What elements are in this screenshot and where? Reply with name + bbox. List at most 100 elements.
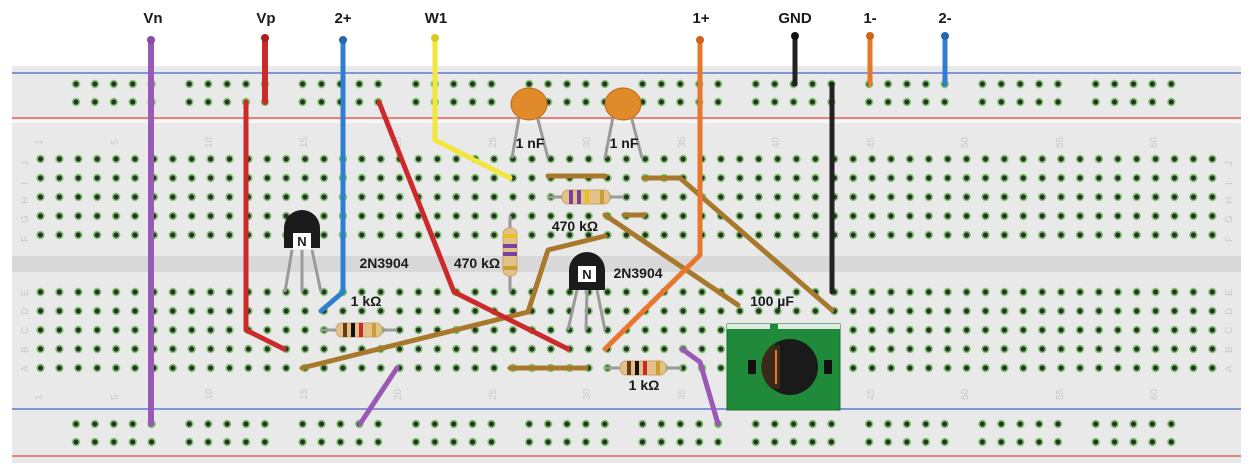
breadboard-hole [1129, 97, 1138, 107]
breadboard-hole [1129, 419, 1138, 429]
breadboard-hole [603, 306, 612, 316]
rowletter-top-left: F [20, 236, 31, 242]
breadboard-hole [1015, 79, 1025, 89]
breadboard-hole [981, 344, 990, 354]
breadboard-hole [638, 437, 647, 447]
breadboard-hole [924, 192, 933, 202]
breadboard-hole [225, 344, 234, 354]
breadboard-hole [962, 363, 971, 373]
transistor-lead [310, 249, 323, 293]
breadboard-hole [489, 287, 499, 297]
breadboard-hole [225, 211, 234, 221]
breadboard-hole [1053, 437, 1063, 447]
breadboard-hole [527, 192, 537, 202]
breadboard-hole [924, 287, 933, 297]
breadboard-hole [414, 325, 423, 335]
breadboard-hole [1113, 306, 1123, 316]
breadboard-hole [1053, 97, 1063, 107]
breadboard-hole [622, 344, 631, 354]
breadboard-hole [678, 287, 688, 297]
breadboard-hole [773, 211, 782, 221]
breadboard-hole [430, 419, 439, 429]
pcb-pad [748, 360, 756, 374]
breadboard-hole [109, 79, 119, 89]
res-band [643, 361, 647, 375]
colnum-top: 10 [204, 136, 215, 148]
breadboard-hole [489, 211, 499, 221]
breadboard-hole [659, 325, 669, 335]
colnum-bottom: 55 [1055, 388, 1066, 400]
breadboard-hole [751, 79, 760, 89]
breadboard-hole [395, 325, 404, 335]
breadboard-hole [902, 437, 912, 447]
breadboard-hole [584, 154, 593, 164]
breadboard-hole [376, 363, 385, 373]
breadboard-hole [1000, 325, 1009, 335]
breadboard-hole [811, 192, 820, 202]
breadboard-hole [905, 173, 915, 183]
breadboard-hole [773, 154, 782, 164]
breadboard-hole [109, 97, 119, 107]
breadboard-hole [1019, 192, 1028, 202]
breadboard-hole [943, 154, 952, 164]
colnum-bottom: 5 [110, 394, 121, 400]
breadboard-hole [168, 211, 178, 221]
breadboard-hole [1075, 154, 1085, 164]
breadboard-hole [1132, 287, 1141, 297]
breadboard-hole [867, 344, 877, 354]
wire-w1-yellow [432, 35, 513, 181]
breadboard-hole [298, 419, 307, 429]
breadboard-hole [1132, 192, 1141, 202]
rowletter-bottom-left: D [20, 308, 31, 315]
capacitor-1nf-right: 1 nF [603, 87, 644, 159]
colnum-bottom: 30 [582, 388, 593, 400]
breadboard-hole [622, 306, 631, 316]
breadboard-hole [1113, 325, 1123, 335]
breadboard-hole [317, 437, 326, 447]
breadboard-hole [735, 173, 744, 183]
breadboard-hole [260, 419, 270, 429]
breadboard-hole [1132, 173, 1141, 183]
breadboard-hole [74, 325, 83, 335]
breadboard-hole [185, 79, 194, 89]
breadboard-hole [71, 437, 81, 447]
breadboard-hole [357, 211, 366, 221]
wire-brown-right [641, 175, 835, 313]
breadboard-hole [1037, 192, 1047, 202]
colnum-bottom: 25 [488, 388, 499, 400]
breadboard-hole [92, 173, 102, 183]
breadboard-hole [678, 325, 688, 335]
breadboard-hole [962, 173, 971, 183]
breadboard-hole [111, 344, 121, 354]
breadboard-hole [282, 306, 291, 316]
breadboard-hole [168, 325, 178, 335]
wire-end [339, 36, 347, 44]
breadboard-hole [792, 230, 801, 240]
breadboard-hole [55, 287, 64, 297]
breadboard-hole [1034, 79, 1044, 89]
breadboard-hole [74, 230, 83, 240]
breadboard-hole [241, 437, 251, 447]
breadboard-hole [1110, 437, 1119, 447]
breadboard-hole [187, 325, 196, 335]
breadboard-hole [524, 419, 534, 429]
breadboard-hole [130, 154, 140, 164]
breadboard-hole [848, 325, 858, 335]
breadboard-hole [1037, 306, 1047, 316]
breadboard-hole [1056, 363, 1066, 373]
breadboard-hole [1075, 173, 1085, 183]
breadboard-hole [1113, 363, 1123, 373]
breadboard-hole [638, 79, 647, 89]
res-band [569, 190, 573, 204]
breadboard-hole [1132, 154, 1141, 164]
breadboard-hole [581, 419, 591, 429]
breadboard-hole [206, 230, 215, 240]
breadboard-hole [36, 287, 45, 297]
breadboard-hole [471, 211, 480, 221]
breadboard-hole [1151, 344, 1160, 354]
breadboard-hole [940, 97, 949, 107]
res-band [627, 361, 631, 375]
breadboard-hole [244, 363, 253, 373]
breadboard-hole [111, 211, 121, 221]
cap-lead [510, 111, 522, 159]
